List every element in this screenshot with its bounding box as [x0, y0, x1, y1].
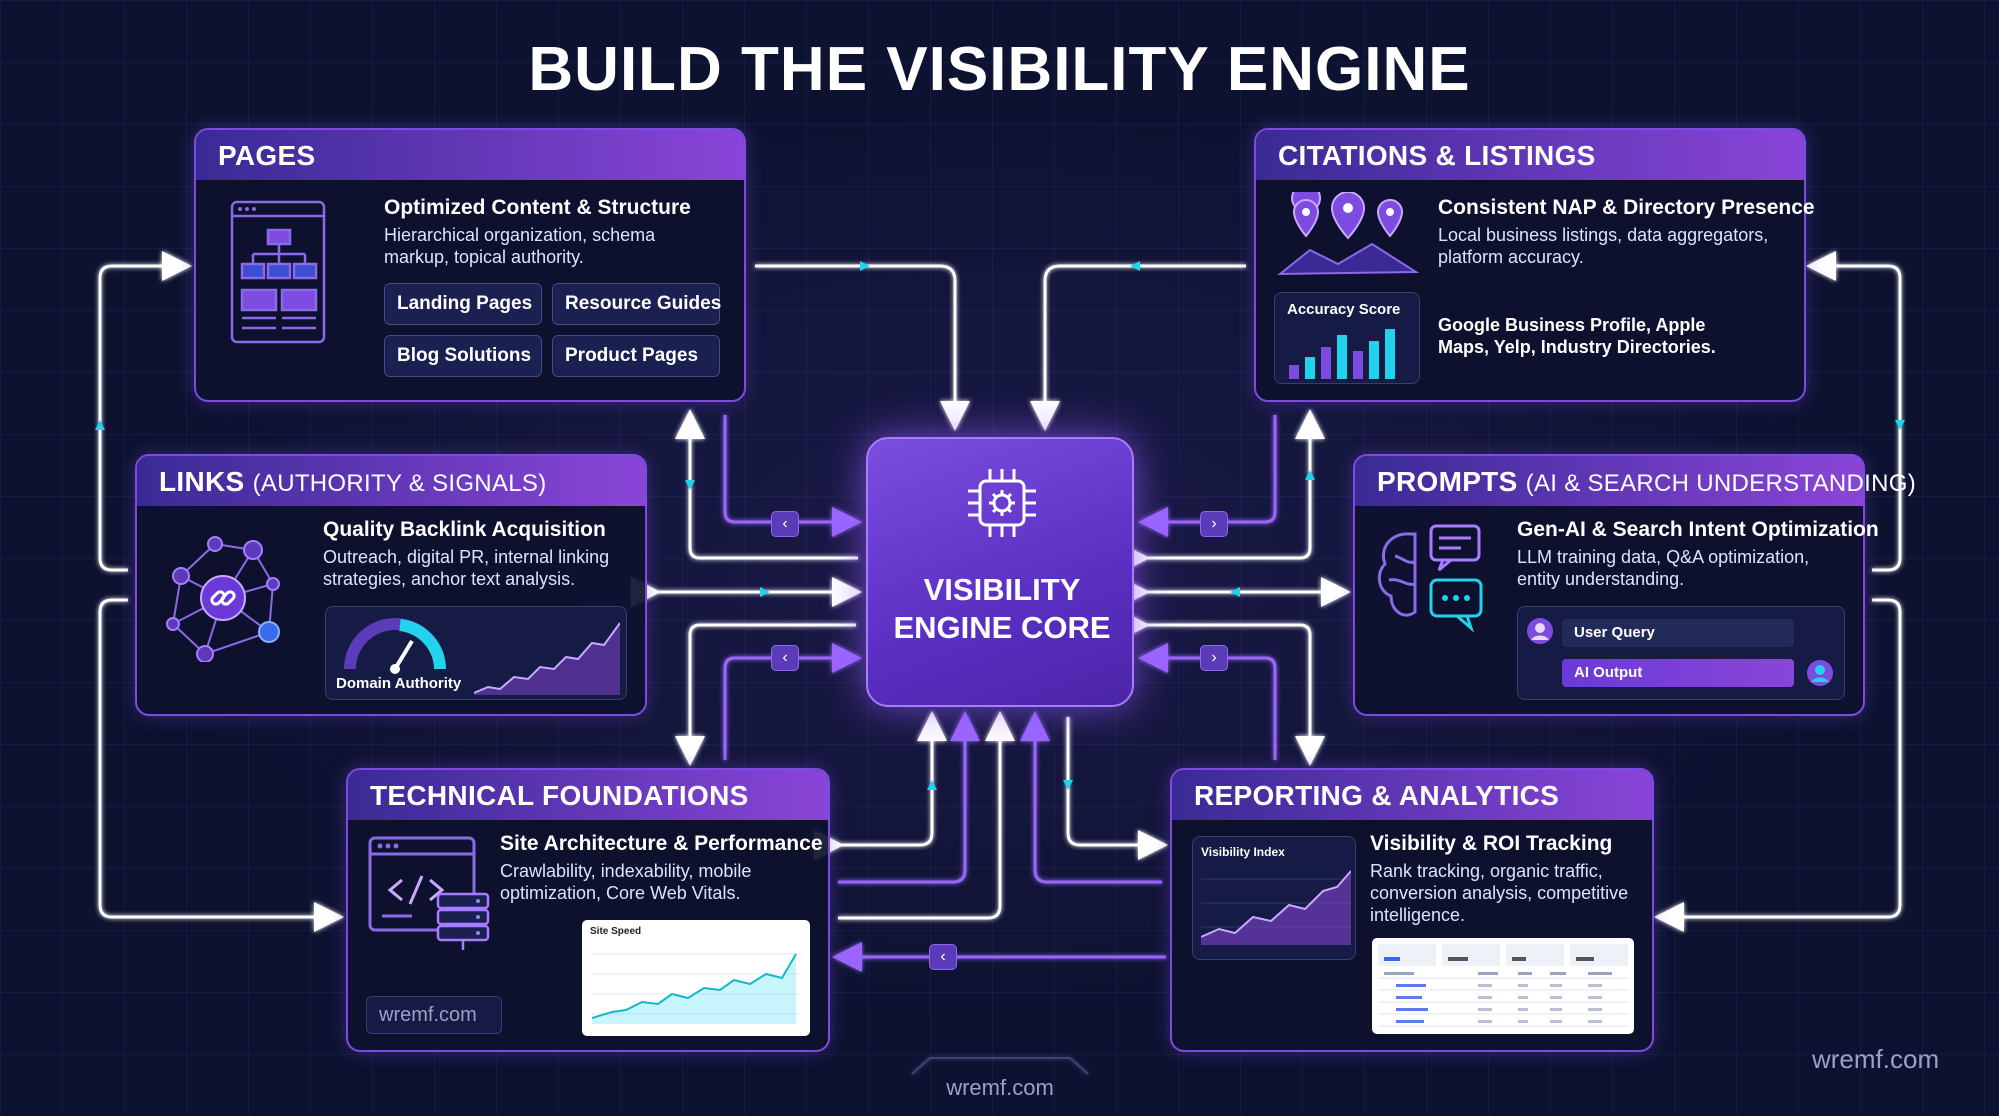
- links-heading-sub: (AUTHORITY & SIGNALS): [252, 470, 547, 497]
- brain-chat-icon: [1377, 524, 1483, 632]
- wire-core-pages: [675, 409, 858, 560]
- links-title: Quality Backlink Acquisition: [323, 518, 606, 541]
- ai-output-field[interactable]: AI Output: [1562, 659, 1794, 687]
- chip-landing-pages[interactable]: Landing Pages: [384, 283, 542, 325]
- wire-pages-core: [755, 264, 970, 431]
- technical-title: Site Architecture & Performance: [500, 832, 823, 855]
- technical-watermark: wremf.com: [366, 996, 502, 1034]
- pages-heading: PAGES: [196, 130, 744, 180]
- wire-right-loop-up: [1806, 251, 1902, 572]
- wire-citations-core-purple: [1138, 415, 1277, 537]
- sitemap-window-icon: [230, 200, 326, 344]
- visibility-index-label: Visibility Index: [1201, 845, 1285, 859]
- prompts-title: Gen-AI & Search Intent Optimization: [1517, 518, 1879, 541]
- code-server-icon: [368, 836, 490, 950]
- analytics-dashboard-icon: [1378, 944, 1628, 1027]
- links-heading-main: LINKS: [159, 466, 245, 497]
- wire-core-tech: [675, 623, 856, 766]
- flow-badge-icon: ›: [1200, 645, 1228, 671]
- prompts-description: LLM training data, Q&A optimization, ent…: [1517, 547, 1810, 589]
- wire-tech-core-3: [838, 711, 1015, 920]
- wire-tech-core-purple: [723, 643, 862, 760]
- citations-platforms: Google Business Profile, Apple Maps, Yel…: [1438, 315, 1716, 357]
- site-speed-label: Site Speed: [590, 926, 642, 937]
- citations-title: Consistent NAP & Directory Presence: [1438, 196, 1815, 219]
- page-title: BUILD THE VISIBILITY ENGINE: [528, 35, 1471, 104]
- links-heading: LINKS (AUTHORITY & SIGNALS): [137, 456, 645, 506]
- wire-pages-core-purple: [723, 415, 862, 537]
- chip-resource-guides[interactable]: Resource Guides: [552, 283, 721, 325]
- chip-product-pages[interactable]: Product Pages: [552, 335, 720, 377]
- link-network-icon: [166, 536, 280, 662]
- wire-left-loop-up: [98, 251, 192, 572]
- accuracy-bars: [1289, 329, 1395, 379]
- core-label: VISIBILITY ENGINE CORE: [893, 572, 1111, 645]
- prompts-heading: PROMPTS (AI & SEARCH UNDERSTANDING): [1355, 456, 1916, 506]
- site-speed-card: Site Speed: [582, 920, 810, 1036]
- technical-panel: TECHNICAL FOUNDATIONS Site Architecture …: [346, 768, 830, 1052]
- map-pins-icon: [1277, 192, 1420, 276]
- corner-watermark: wremf.com: [1812, 1044, 1940, 1074]
- reporting-description: Rank tracking, organic traffic, conversi…: [1370, 861, 1629, 925]
- query-output-card: User Query AI Output: [1517, 606, 1845, 700]
- prompts-panel: PROMPTS (AI & SEARCH UNDERSTANDING) Gen-…: [1353, 454, 1916, 716]
- wire-reporting-core-purple: [1138, 643, 1277, 760]
- citations-description: Local business listings, data aggregator…: [1438, 225, 1769, 267]
- wire-core-reporting: [1120, 610, 1325, 766]
- wire-right-loop-down: [1654, 598, 1902, 932]
- citations-heading: CITATIONS & LISTINGS: [1256, 130, 1804, 180]
- flow-badge-icon: ‹: [929, 944, 957, 970]
- flow-badge-icon: ‹: [771, 645, 799, 671]
- wire-tech-core-2: [838, 711, 980, 884]
- footer-watermark: wremf.com: [946, 1075, 1054, 1100]
- wire-citations-core: [1030, 264, 1246, 431]
- visibility-index-chart: [1201, 870, 1351, 945]
- chip-blog-solutions[interactable]: Blog Solutions: [384, 335, 542, 377]
- prompts-heading-main: PROMPTS: [1377, 466, 1518, 497]
- reporting-title: Visibility & ROI Tracking: [1370, 832, 1613, 855]
- citations-panel: CITATIONS & LISTINGS Accuracy Score Cons…: [1254, 128, 1815, 402]
- domain-authority-card: Domain Authority: [325, 606, 627, 700]
- accuracy-score-label: Accuracy Score: [1287, 301, 1401, 318]
- wire-tech-core-1: [814, 711, 947, 860]
- site-speed-chart: [592, 953, 802, 1024]
- links-description: Outreach, digital PR, internal linking s…: [323, 547, 610, 589]
- backlink-trend-chart: [474, 622, 620, 695]
- reporting-panel: REPORTING & ANALYTICS Visibility Index V…: [1170, 768, 1654, 1052]
- ai-avatar-icon: [1807, 660, 1833, 686]
- wire-core-reporting-1: [1066, 717, 1168, 860]
- links-panel: LINKS (AUTHORITY & SIGNALS) Quality Back…: [135, 454, 647, 716]
- flow-badge-icon: ‹: [771, 511, 799, 537]
- user-query-field[interactable]: User Query: [1562, 619, 1794, 647]
- wire-core-citations: [1120, 409, 1325, 573]
- wire-reporting-core-1: [1020, 711, 1162, 884]
- pages-panel: PAGES Optimized Content & Structure Hier…: [194, 128, 746, 402]
- pages-description: Hierarchical organization, schema markup…: [384, 225, 656, 267]
- domain-authority-label: Domain Authority: [336, 675, 462, 692]
- prompts-heading-sub: (AI & SEARCH UNDERSTANDING): [1525, 470, 1917, 497]
- reporting-heading: REPORTING & ANALYTICS: [1172, 770, 1652, 820]
- gauge-icon: [344, 618, 446, 674]
- visibility-index-card: Visibility Index: [1192, 836, 1356, 960]
- flow-badge-icon: ›: [1200, 511, 1228, 537]
- chip-gear-icon: [968, 469, 1036, 537]
- accuracy-score-card: Accuracy Score: [1274, 292, 1420, 384]
- user-avatar-icon: [1527, 618, 1553, 644]
- visibility-engine-core: VISIBILITY ENGINE CORE: [866, 437, 1134, 707]
- pages-title: Optimized Content & Structure: [384, 196, 691, 219]
- wire-left-loop-down: [98, 598, 344, 932]
- technical-description: Crawlability, indexability, mobile optim…: [500, 861, 752, 903]
- footer-bracket: [911, 1057, 1089, 1075]
- reporting-dashboard-card: [1372, 938, 1634, 1034]
- technical-heading: TECHNICAL FOUNDATIONS: [348, 770, 828, 820]
